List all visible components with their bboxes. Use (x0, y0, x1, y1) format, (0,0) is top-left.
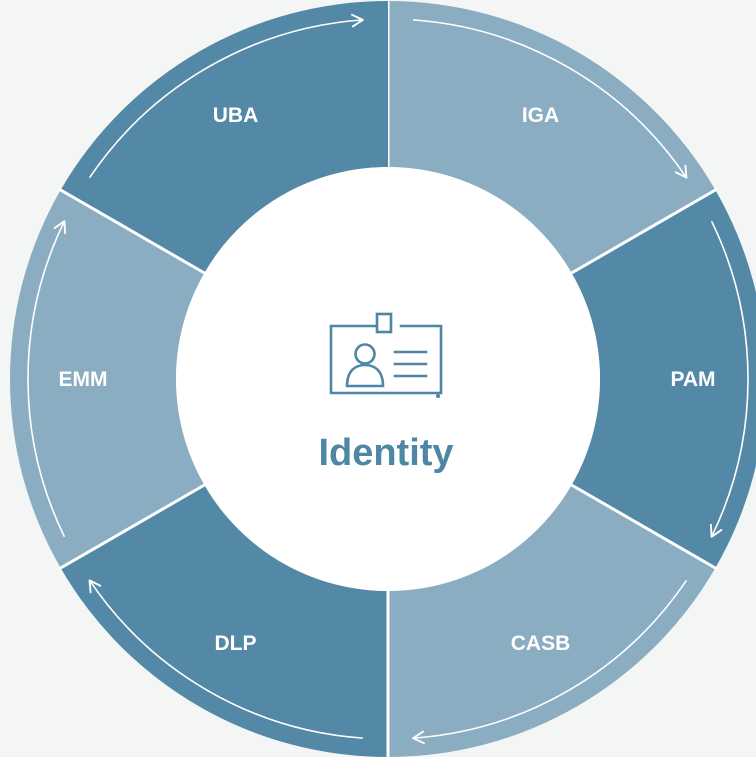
segment-uba (60, 1, 389, 273)
segment-label-pam: PAM (670, 368, 715, 391)
segment-label-iga: IGA (522, 104, 559, 127)
id-badge-icon (329, 312, 443, 398)
cycle-arrow-uba (88, 13, 364, 179)
segment-label-emm: EMM (59, 368, 108, 391)
segment-emm (10, 190, 205, 568)
cycle-arrows (27, 13, 749, 745)
segment-label-casb: CASB (511, 632, 571, 655)
segment-divider (58, 483, 206, 571)
segment-divider (570, 187, 718, 275)
cycle-arrow-dlp (88, 579, 363, 739)
cycle-arrow-iga (413, 19, 688, 179)
cycle-arrow-pam (709, 220, 749, 538)
cycle-arrow-emm (27, 220, 67, 538)
segment-divider (58, 187, 206, 275)
segment-label-dlp: DLP (215, 632, 257, 655)
segment-iga (388, 1, 716, 273)
center-circle (176, 167, 600, 591)
segment-label-uba: UBA (213, 104, 259, 127)
segment-divider (570, 483, 718, 571)
segment-ring: IGA PAM CASB DLP EMM UBA (10, 0, 756, 757)
segment-casb (388, 485, 716, 757)
segment-dlp (60, 485, 389, 757)
center-label: Identity (318, 432, 453, 474)
cycle-arrow-casb (412, 579, 688, 745)
segment-pam (571, 190, 756, 568)
